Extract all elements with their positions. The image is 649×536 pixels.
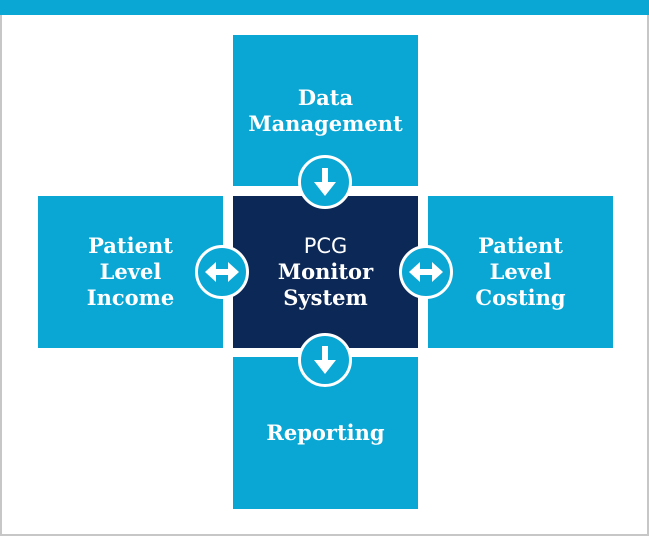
left-connector	[195, 245, 249, 299]
patient-level-income-box: Patient Level Income	[38, 196, 223, 348]
bottom-connector	[298, 333, 352, 387]
center-name-label: Monitor System	[277, 259, 374, 310]
top-bar	[0, 0, 649, 15]
right-connector	[399, 245, 453, 299]
reporting-label: Reporting	[266, 420, 385, 445]
patient-level-income-label: Patient Level Income	[86, 233, 175, 310]
patient-level-costing-box: Patient Level Costing	[428, 196, 613, 348]
double-arrow-icon	[409, 262, 443, 282]
arrow-down-icon	[314, 346, 336, 374]
patient-level-costing-label: Patient Level Costing	[475, 233, 566, 310]
data-management-box: Data Management	[233, 35, 418, 186]
pcg-monitor-system-box: PCG Monitor System	[233, 196, 418, 348]
top-connector	[298, 155, 352, 209]
arrow-down-icon	[314, 168, 336, 196]
center-prefix-label: PCG	[303, 234, 348, 258]
double-arrow-icon	[205, 262, 239, 282]
data-management-label: Data Management	[248, 84, 403, 136]
